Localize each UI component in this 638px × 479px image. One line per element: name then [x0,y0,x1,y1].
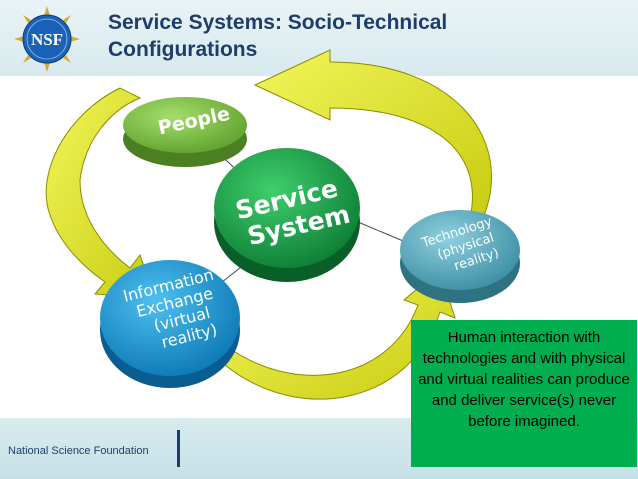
service-system-node: Service System [214,148,360,282]
callout-text: Human interaction with technologies and … [418,329,630,430]
technology-node: Technology (physical reality) [400,210,520,303]
people-node: People [123,97,247,167]
nsf-logo-icon: NSF [14,6,80,72]
nsf-logo-text: NSF [31,30,63,49]
arrow-technology-to-people [253,49,492,219]
arrow-information-to-technology [224,269,456,400]
title-line-1: Service Systems: Socio-Technical [108,11,448,34]
footer-organization: National Science Foundation [8,445,149,457]
title-line-2: Configurations [108,38,258,61]
footer-divider [177,430,180,467]
callout-box: Human interaction with technologies and … [411,320,637,467]
page-title: Service Systems: Socio-Technical Configu… [108,9,568,63]
information-node: Information Exchange (virtual reality) [100,260,240,388]
